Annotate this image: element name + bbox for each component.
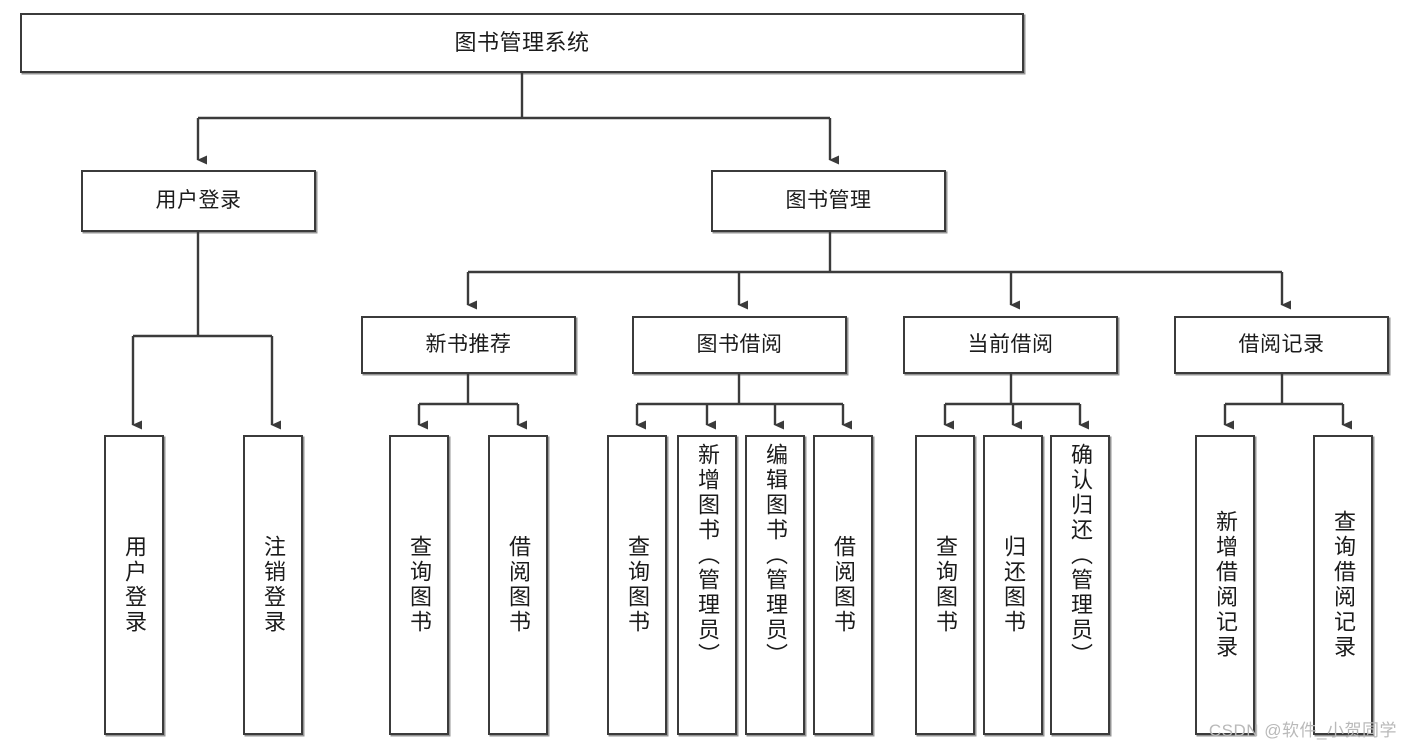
node-leaf-query-book-3-label: 查询图书 <box>933 535 958 635</box>
node-leaf-query-record[interactable]: 查询借阅记录 <box>1313 435 1373 735</box>
node-leaf-user-login-label: 用户登录 <box>122 535 147 635</box>
node-leaf-confirm-return[interactable]: 确认归还（管理员） <box>1050 435 1110 735</box>
node-leaf-logout-label: 注销登录 <box>261 535 286 635</box>
node-book-borrow-label: 图书借阅 <box>696 333 783 357</box>
node-leaf-add-book[interactable]: 新增图书（管理员） <box>677 435 737 735</box>
node-leaf-add-record-label: 新增借阅记录 <box>1213 510 1238 660</box>
node-leaf-return-book[interactable]: 归还图书 <box>983 435 1043 735</box>
node-new-book-recommend-label: 新书推荐 <box>425 333 512 357</box>
node-leaf-query-book-1-label: 查询图书 <box>407 535 432 635</box>
node-leaf-add-record[interactable]: 新增借阅记录 <box>1195 435 1255 735</box>
node-leaf-borrow-book-1-label: 借阅图书 <box>506 535 531 635</box>
node-leaf-return-book-label: 归还图书 <box>1001 535 1026 635</box>
node-user-login[interactable]: 用户登录 <box>81 170 316 232</box>
node-leaf-borrow-book-2-label: 借阅图书 <box>831 535 856 635</box>
node-book-management-label: 图书管理 <box>785 189 872 213</box>
node-leaf-query-book-1[interactable]: 查询图书 <box>389 435 449 735</box>
node-leaf-user-login[interactable]: 用户登录 <box>104 435 164 735</box>
node-leaf-edit-book[interactable]: 编辑图书（管理员） <box>745 435 805 735</box>
node-book-borrow[interactable]: 图书借阅 <box>632 316 847 374</box>
node-user-login-label: 用户登录 <box>155 189 242 213</box>
node-leaf-borrow-book-1[interactable]: 借阅图书 <box>488 435 548 735</box>
node-leaf-query-record-label: 查询借阅记录 <box>1331 510 1356 660</box>
node-borrow-record[interactable]: 借阅记录 <box>1174 316 1389 374</box>
node-leaf-edit-book-label: 编辑图书（管理员） <box>763 443 788 668</box>
node-leaf-query-book-2[interactable]: 查询图书 <box>607 435 667 735</box>
node-current-borrow-label: 当前借阅 <box>967 333 1054 357</box>
node-leaf-query-book-2-label: 查询图书 <box>625 535 650 635</box>
node-root[interactable]: 图书管理系统 <box>20 13 1024 73</box>
node-leaf-confirm-return-label: 确认归还（管理员） <box>1068 443 1093 668</box>
node-leaf-borrow-book-2[interactable]: 借阅图书 <box>813 435 873 735</box>
node-leaf-query-book-3[interactable]: 查询图书 <box>915 435 975 735</box>
node-leaf-add-book-label: 新增图书（管理员） <box>695 443 720 668</box>
node-root-label: 图书管理系统 <box>454 29 590 55</box>
node-current-borrow[interactable]: 当前借阅 <box>903 316 1118 374</box>
node-new-book-recommend[interactable]: 新书推荐 <box>361 316 576 374</box>
node-book-management[interactable]: 图书管理 <box>711 170 946 232</box>
node-borrow-record-label: 借阅记录 <box>1238 333 1325 357</box>
node-leaf-logout[interactable]: 注销登录 <box>243 435 303 735</box>
csdn-watermark: CSDN @软件_小贺同学 <box>1208 721 1397 740</box>
